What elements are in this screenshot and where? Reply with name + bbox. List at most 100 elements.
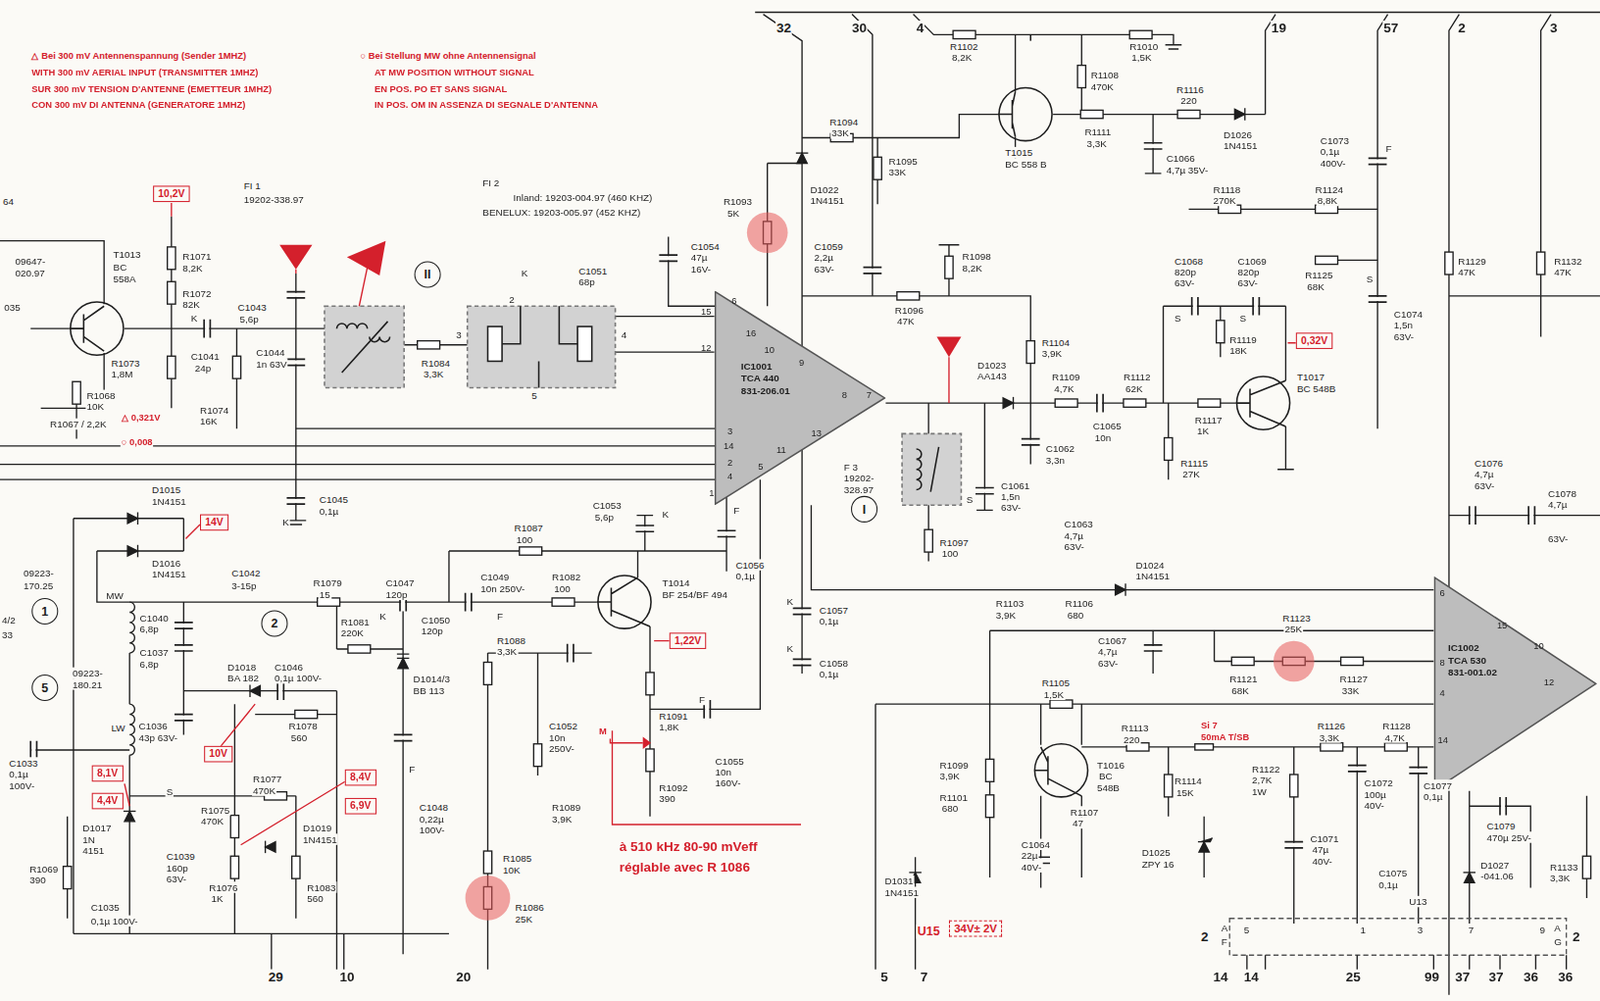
- part-label: ZPY 16: [1141, 857, 1176, 869]
- part-label: 680: [1066, 608, 1086, 620]
- part-label: 1,5K: [1043, 689, 1065, 700]
- part-label: 4,7µ: [1063, 529, 1086, 541]
- part-label: C1076: [1473, 456, 1504, 468]
- part-label: 25K: [1283, 623, 1303, 635]
- part-label: R1118: [1211, 183, 1242, 195]
- part-label: R1097: [939, 536, 970, 548]
- part-label: C1071: [1308, 832, 1340, 844]
- part-label: 47µ: [1310, 844, 1330, 855]
- part-label: F: [732, 503, 741, 515]
- part-label: BA 182: [226, 672, 260, 684]
- part-label: 120p: [420, 625, 445, 637]
- node-text: 34V± 2V: [953, 922, 998, 935]
- part-label: R1075: [200, 803, 231, 815]
- part-label: R1133: [1549, 860, 1579, 872]
- voltage-box: 4,4V: [92, 793, 124, 810]
- voltage-box: 8,4V: [345, 769, 377, 787]
- voltage-box: 34V± 2V: [949, 920, 1002, 938]
- node-text: 14V: [204, 516, 224, 529]
- part-label: C1059: [813, 241, 845, 252]
- pin-number: 25: [1345, 969, 1362, 986]
- part-label: 10K: [501, 864, 522, 876]
- part-label: 4151: [81, 845, 105, 856]
- measurement-note: Si 7: [1200, 720, 1219, 732]
- part-label: R1092: [657, 781, 689, 793]
- part-label: 47K: [1456, 266, 1477, 278]
- part-label: 10: [763, 345, 777, 356]
- node-text: II: [424, 267, 432, 283]
- part-label: 120p: [384, 589, 408, 600]
- part-label: K: [785, 596, 795, 607]
- part-label: 11: [775, 445, 788, 456]
- part-label: R1104: [1041, 336, 1071, 348]
- part-label: 5,6p: [239, 313, 260, 325]
- part-label: 4: [726, 471, 734, 483]
- part-label: 9: [798, 356, 805, 368]
- ic-text: IC1001TCA 440831-206.01: [741, 359, 791, 397]
- part-label: 4,7µ: [1547, 499, 1569, 510]
- node-text: 8,4V: [350, 771, 371, 784]
- part-label: 160V-: [714, 777, 743, 789]
- part-label: 035: [2, 301, 22, 313]
- part-label: 14: [1436, 734, 1450, 746]
- node-text: 0,32V: [1300, 334, 1328, 347]
- callout-circle: 5: [31, 674, 58, 701]
- part-label: 100: [941, 548, 960, 559]
- part-label: C1052: [548, 720, 579, 732]
- part-label: 2: [507, 294, 516, 305]
- part-label: 470K: [1090, 80, 1115, 92]
- part-label: C1050: [420, 614, 451, 626]
- part-label: 1K: [1196, 425, 1210, 437]
- part-label: S: [965, 494, 975, 505]
- part-label: R1117: [1194, 414, 1224, 426]
- part-label: R1091: [657, 709, 689, 721]
- part-label: R1089: [550, 801, 582, 813]
- part-label: F 3: [843, 460, 859, 472]
- part-label: 16: [745, 328, 758, 340]
- part-label: C1056: [734, 558, 765, 570]
- part-label: 40V-: [1020, 860, 1043, 872]
- part-label: R1113: [1120, 722, 1150, 734]
- pin-number: 99: [1423, 969, 1441, 986]
- part-label: K: [660, 507, 670, 519]
- part-label: C1058: [818, 656, 850, 668]
- part-label: A: [1552, 922, 1562, 934]
- part-label: 5: [756, 460, 764, 472]
- ic-amplifier: IC1002TCA 530831-001.02: [1433, 576, 1598, 792]
- part-label: 63V-: [1236, 277, 1258, 289]
- part-label: D1024: [1134, 558, 1165, 570]
- part-label: C1057: [818, 603, 850, 615]
- part-label: C1061: [1000, 479, 1031, 491]
- part-label: 15: [1496, 620, 1509, 632]
- part-label: R1096: [894, 303, 925, 315]
- part-label: 33K: [830, 127, 850, 139]
- part-label: C1039: [165, 850, 197, 862]
- part-label: -041.06: [1479, 870, 1515, 882]
- part-label: C1053: [592, 500, 623, 511]
- part-label: K: [785, 643, 795, 654]
- part-label: 3: [454, 328, 463, 340]
- callout-circle: 1: [31, 598, 58, 625]
- pin-number: 5: [879, 969, 890, 986]
- part-label: 328.97: [843, 483, 875, 495]
- part-label: 2: [726, 456, 734, 468]
- part-label: 220: [1179, 95, 1199, 106]
- measurement-note: SUR 300 mV TENSION D'ANTENNE (EMETTEUR 1…: [30, 83, 273, 95]
- part-label: C1044: [254, 347, 286, 358]
- node-text: I: [862, 501, 866, 517]
- part-label: C1054: [690, 241, 721, 252]
- part-label: C1066: [1165, 152, 1197, 164]
- node-text: 10,2V: [157, 188, 185, 200]
- part-label: 3: [1416, 924, 1425, 936]
- part-label: D1031: [883, 875, 914, 887]
- pin-number: 2: [1200, 928, 1210, 945]
- part-label: 8,2K: [181, 261, 203, 273]
- part-label: C1037: [139, 647, 170, 658]
- part-label: 68K: [1230, 684, 1250, 696]
- pin-number: 2: [1456, 20, 1467, 37]
- part-label: R1083: [305, 881, 337, 893]
- part-label: BENELUX: 19203-005.97 (452 KHZ): [481, 205, 642, 217]
- voltage-box: 6,9V: [345, 798, 377, 815]
- part-label: C1073: [1319, 134, 1350, 146]
